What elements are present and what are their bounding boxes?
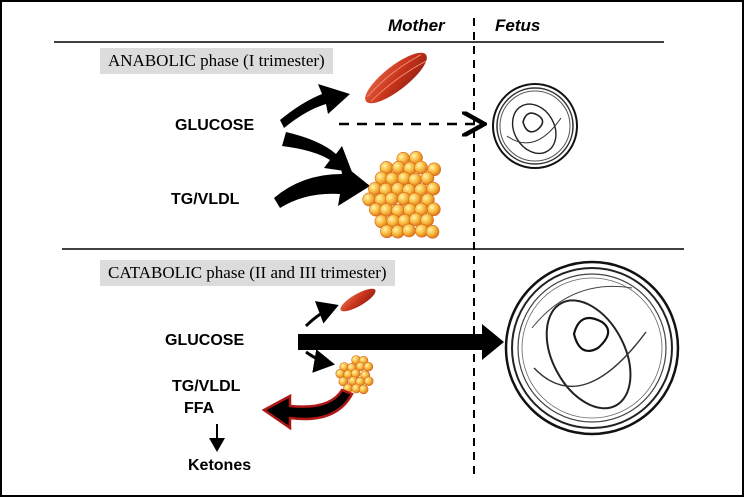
glucose-to-small-fat-arrow — [305, 349, 335, 373]
anabolic-glucose-label: GLUCOSE — [175, 117, 255, 134]
anabolic-tgvldl-label: TG/VLDL — [171, 191, 240, 208]
small-muscle-icon — [340, 288, 376, 312]
muscle-icon — [365, 52, 427, 104]
catabolic-glucose-label: GLUCOSE — [165, 332, 245, 349]
catabolic-ketones-label: Ketones — [188, 457, 252, 474]
anabolic-phase-label: ANABOLIC phase (I trimester) — [100, 48, 333, 74]
mother-column-header: Mother — [388, 16, 445, 35]
tgvldl-to-fat-arrow — [274, 162, 370, 208]
catabolic-tgvldl-label: TG/VLDL — [172, 378, 241, 395]
fat-cell — [363, 361, 374, 372]
fetus-large-icon — [504, 260, 680, 436]
fetus-small-icon — [492, 83, 578, 169]
catabolic-ffa-label: FFA — [184, 400, 215, 417]
glucose-to-small-muscle-arrow — [304, 301, 339, 328]
fat-cell — [363, 376, 374, 387]
glucose-to-fetus-large-arrow — [298, 324, 504, 360]
fat-cell — [338, 376, 349, 387]
fat-cell — [414, 160, 428, 175]
glucose-to-fat-arrow — [282, 132, 352, 172]
fat-cell — [402, 223, 416, 238]
glucose-to-muscle-arrow — [280, 84, 350, 128]
fat-cell — [420, 171, 435, 186]
catabolic-phase-label: CATABOLIC phase (II and III trimester) — [100, 260, 395, 286]
small-adipose-icon — [335, 355, 374, 395]
fat-cell — [358, 384, 369, 395]
fat-cell — [425, 225, 440, 239]
fetus-column-header: Fetus — [495, 16, 541, 35]
fat-cell — [426, 181, 441, 196]
adipose-icon — [362, 151, 442, 239]
fat-cell — [426, 202, 441, 217]
fat-to-ffa-red-arrow — [261, 388, 354, 431]
